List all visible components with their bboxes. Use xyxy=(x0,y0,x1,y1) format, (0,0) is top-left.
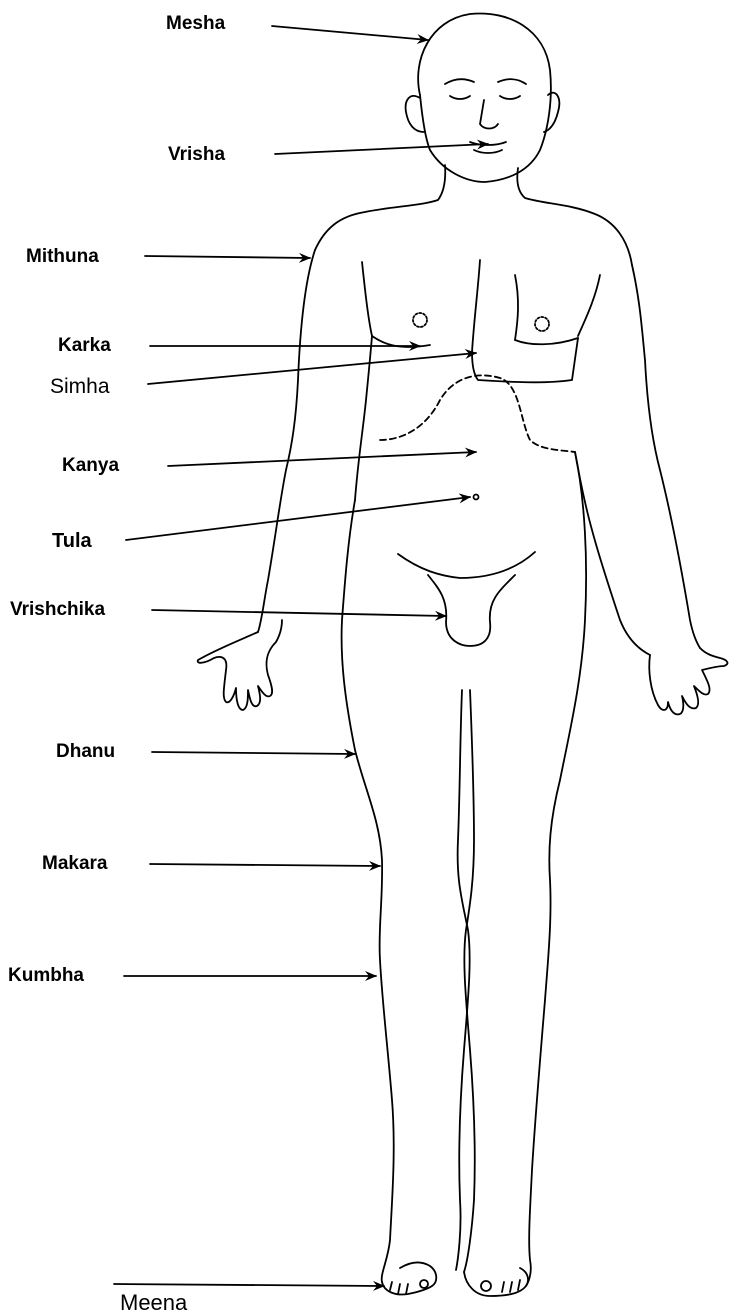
label-mithuna: Mithuna xyxy=(26,247,99,266)
label-meena: Meena xyxy=(120,1292,187,1314)
label-simha: Simha xyxy=(50,376,110,397)
makara-arrow xyxy=(150,864,380,866)
simha-arrow xyxy=(148,353,476,384)
meena-arrow xyxy=(114,1284,384,1286)
left-arm-outline xyxy=(198,250,372,710)
mesha-arrow xyxy=(272,26,428,40)
right-arm-outline xyxy=(575,265,727,714)
dhanu-arrow xyxy=(152,752,355,754)
label-vrishchika: Vrishchika xyxy=(10,600,105,619)
label-karka: Karka xyxy=(58,336,111,355)
label-makara: Makara xyxy=(42,854,108,873)
kanya-arrow xyxy=(168,452,476,466)
label-vrisha: Vrisha xyxy=(168,145,225,164)
label-tula: Tula xyxy=(52,531,92,551)
label-mesha: Mesha xyxy=(166,14,225,33)
vrishchika-arrow xyxy=(152,610,446,616)
torso-outline xyxy=(315,165,632,646)
mithuna-arrow xyxy=(145,256,310,258)
label-dhanu: Dhanu xyxy=(56,742,115,761)
vrisha-arrow xyxy=(275,144,488,154)
head-outline xyxy=(406,13,560,182)
label-kanya: Kanya xyxy=(62,456,119,475)
label-kumbha: Kumbha xyxy=(8,966,84,985)
pointer-arrows xyxy=(114,26,488,1286)
tula-arrow xyxy=(126,497,470,540)
